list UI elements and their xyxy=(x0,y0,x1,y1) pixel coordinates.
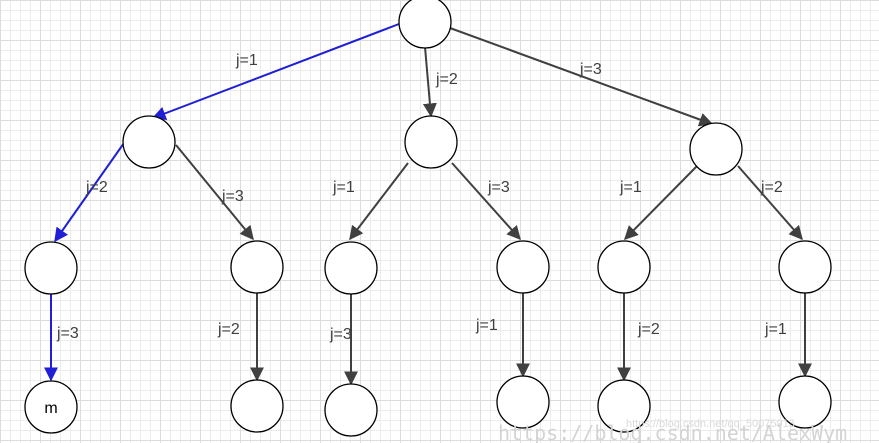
node-grandchild-2 xyxy=(230,240,284,294)
edge-root-to-child-3 xyxy=(449,27,714,127)
edge-label-grandchild-2-leaf-2: j=2 xyxy=(217,321,240,338)
edge-label-child-2-grandchild-3: j=1 xyxy=(332,179,355,196)
node-leaf-4 xyxy=(496,375,550,429)
node-child-3 xyxy=(689,122,743,176)
edge-label-grandchild-3-leaf-3: j=3 xyxy=(329,326,352,343)
node-leaf-1 xyxy=(24,380,78,434)
edge-child-3-to-grandchild-6 xyxy=(737,165,803,241)
edge-label-grandchild-1-leaf-1: j=3 xyxy=(56,325,79,342)
edge-child-2-to-grandchild-4 xyxy=(451,162,521,241)
edge-label-child-3-grandchild-6: j=2 xyxy=(760,179,783,196)
node-grandchild-5 xyxy=(597,240,651,294)
node-grandchild-4 xyxy=(496,240,550,294)
watermark-url: https://blog.csdn.net/AlexWym xyxy=(498,421,847,443)
node-leaf-3 xyxy=(324,383,378,437)
node-grandchild-3 xyxy=(324,241,378,295)
edge-child-2-to-grandchild-3 xyxy=(349,162,409,241)
node-child-1 xyxy=(122,115,176,169)
node-grandchild-6 xyxy=(778,240,832,294)
edge-root-to-child-1 xyxy=(151,23,400,121)
edge-label-root-child-1: j=1 xyxy=(235,52,258,69)
edge-label-child-1-grandchild-1: j=2 xyxy=(85,179,108,196)
edge-label-root-child-3: j=3 xyxy=(579,61,602,78)
edge-label-grandchild-4-leaf-4: j=1 xyxy=(475,317,498,334)
edge-child-1-to-grandchild-1 xyxy=(54,142,125,243)
node-leaf-2 xyxy=(230,379,284,433)
edge-label-child-1-grandchild-2: j=3 xyxy=(221,188,244,205)
node-root xyxy=(398,0,452,49)
edge-label-grandchild-6-leaf-6: j=1 xyxy=(764,321,787,338)
edge-child-1-to-grandchild-2 xyxy=(175,144,254,241)
edge-label-root-child-2: j=2 xyxy=(435,71,458,88)
node-child-2 xyxy=(404,115,458,169)
edge-label-grandchild-5-leaf-5: j=2 xyxy=(637,321,660,338)
node-grandchild-1 xyxy=(24,241,78,295)
edge-child-3-to-grandchild-5 xyxy=(624,165,698,240)
node-leaf-1-label: m xyxy=(44,400,57,417)
node-leaf-6 xyxy=(778,375,832,429)
edge-root-to-child-2 xyxy=(422,46,437,118)
edge-label-child-3-grandchild-5: j=1 xyxy=(619,179,642,196)
edge-label-child-2-grandchild-4: j=3 xyxy=(487,179,510,196)
watermark-overlay-text: https://blog.csdn.net/qq_50075913 xyxy=(626,418,795,430)
node-leaf-5 xyxy=(597,379,651,433)
